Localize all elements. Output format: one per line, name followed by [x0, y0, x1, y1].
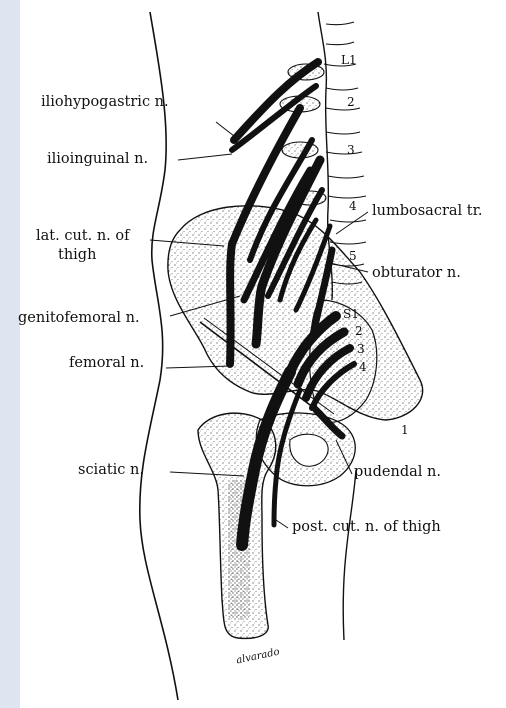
- label-genitofemoral: genitofemoral n.: [18, 310, 140, 327]
- label-lat-cut-line1: lat. cut. n. of: [36, 228, 130, 245]
- vertebra-3: 3: [347, 144, 355, 157]
- label-obturator: obturator n.: [372, 265, 461, 282]
- vertebra-4: 4: [349, 200, 357, 213]
- sacral-3: 3: [357, 343, 365, 356]
- vertebra-2: 2: [347, 96, 355, 109]
- body-outline-left: [140, 12, 178, 700]
- label-iliohypogastric: iliohypogastric n.: [41, 94, 169, 111]
- label-pudendal: pudendal n.: [354, 464, 441, 481]
- sacral-S1: S1: [343, 308, 359, 321]
- vertebra-5: 5: [349, 250, 357, 263]
- label-femoral: femoral n.: [69, 355, 144, 372]
- coccygeal-1: 1: [401, 424, 409, 437]
- left-background-panel: [0, 0, 20, 708]
- label-lumbosacral: lumbosacral tr.: [372, 203, 483, 220]
- label-post-cut: post. cut. n. of thigh: [292, 519, 441, 536]
- body-outline-right: [343, 470, 356, 640]
- label-sciatic: sciatic n.: [78, 462, 144, 479]
- sacral-4: 4: [359, 361, 367, 374]
- label-ilioinguinal: ilioinguinal n.: [47, 151, 148, 168]
- vertebra-L1: L1: [341, 54, 357, 67]
- sacral-2: 2: [355, 325, 363, 338]
- label-lat-cut-line2: thigh: [58, 247, 96, 264]
